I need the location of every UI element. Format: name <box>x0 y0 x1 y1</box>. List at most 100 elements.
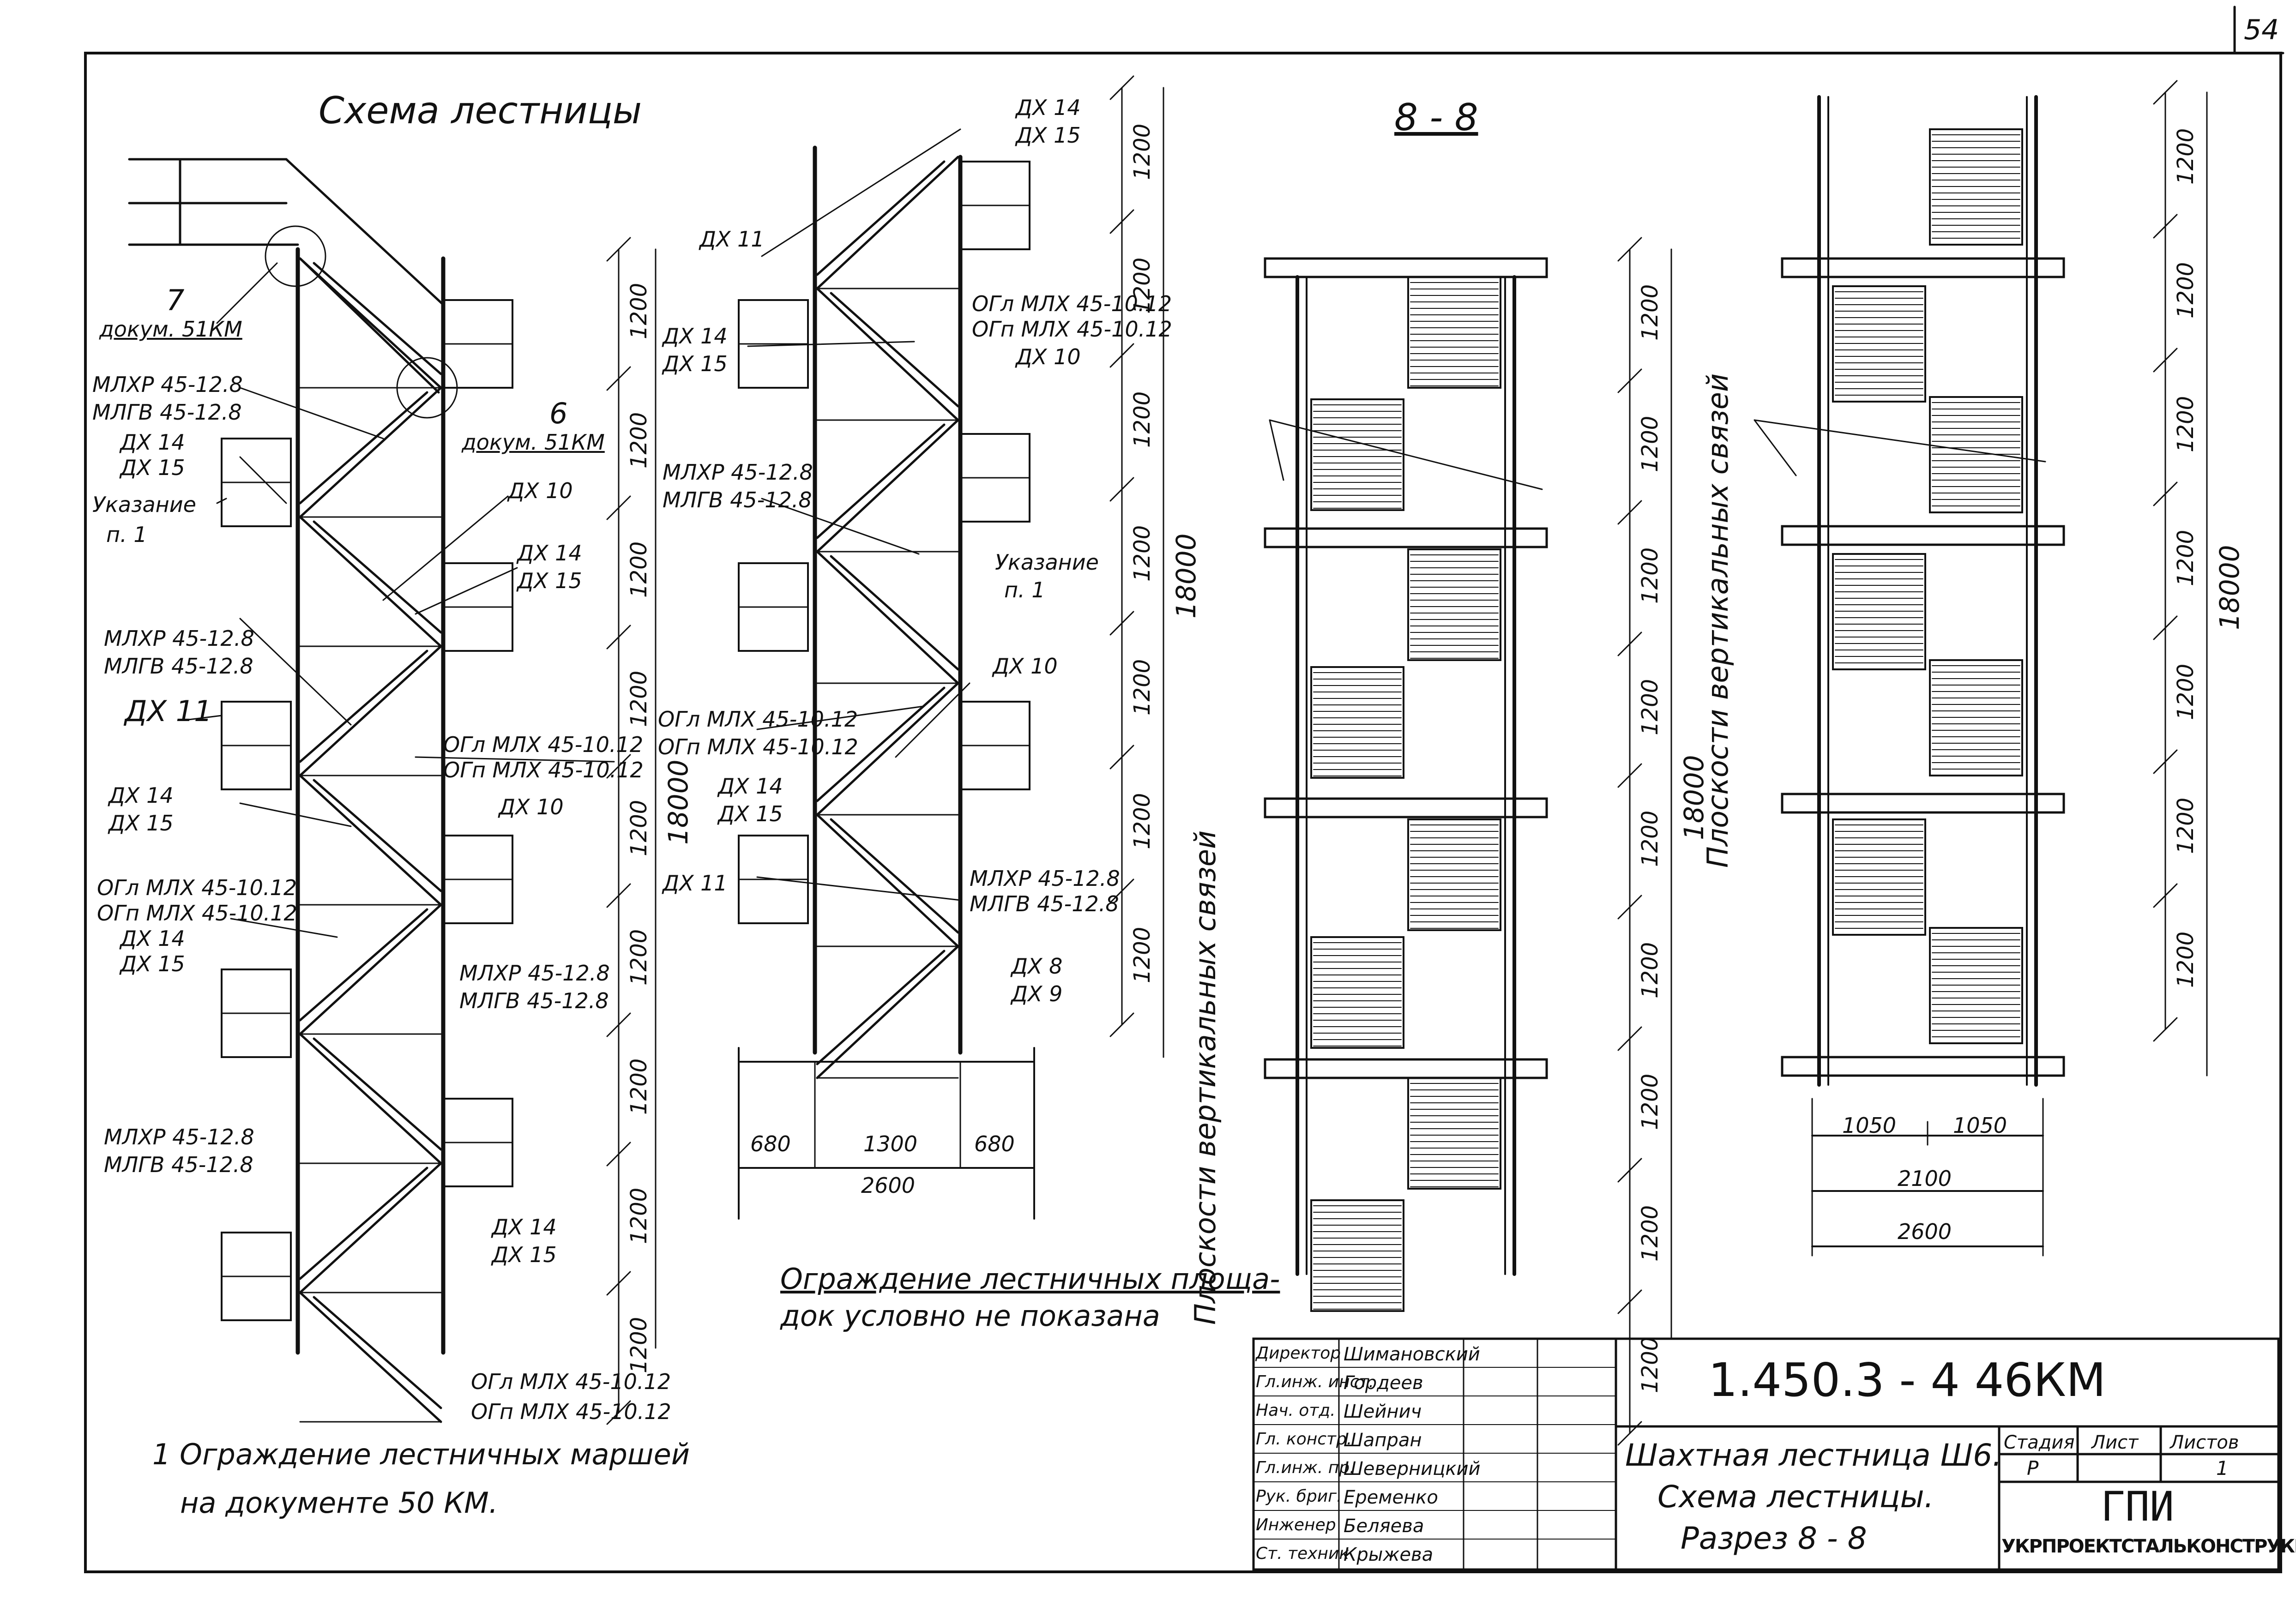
stair-flight-rail <box>830 555 959 671</box>
landing-beam <box>1781 257 2065 278</box>
dimension-tick <box>1617 1289 1642 1314</box>
doc-name-3: Разрез 8 - 8 <box>1681 1521 1867 1556</box>
stair-flight-hatch <box>1407 548 1501 661</box>
label-ogr2-3: ОГп МЛХ 45-10.12 <box>471 1399 671 1424</box>
role-label: Ст. техник <box>1256 1544 1350 1563</box>
stair-flight-rail <box>299 908 428 1022</box>
landing-beam <box>1264 1058 1548 1079</box>
dimension-tick <box>2153 615 2178 640</box>
label-dx15-m3: ДХ 15 <box>718 801 783 826</box>
stair-flight-hatch <box>1310 1199 1404 1312</box>
stair-flight-hatch <box>1310 936 1404 1049</box>
label-dx14-2: ДХ 14 <box>517 541 582 565</box>
role-label: Гл.инж. пр. <box>1256 1458 1355 1477</box>
sheet-number: 54 <box>2244 14 2279 46</box>
dimension-1200: 1200 <box>2173 663 2199 720</box>
stair-flight <box>816 682 959 816</box>
stair-flight-rail <box>299 391 428 505</box>
sheet-border <box>84 52 2282 1573</box>
label-dx15-4: ДХ 15 <box>120 951 185 976</box>
dimension-tick <box>1109 611 1134 636</box>
stair-flight <box>299 386 442 518</box>
label-dx14-5: ДХ 14 <box>492 1215 557 1239</box>
stair-flight <box>299 257 442 389</box>
dimension-tick <box>2153 348 2178 373</box>
stair-flight-rail <box>830 292 959 408</box>
label-dx15-m2: ДХ 15 <box>663 351 728 376</box>
dimension-tick <box>606 366 631 391</box>
stair-flight-rail <box>299 650 428 763</box>
stair-flight-rail <box>299 1167 428 1280</box>
role-label: Гл.инж. инст. <box>1256 1372 1374 1391</box>
stair-flight <box>299 1033 442 1165</box>
dimension-1200: 1200 <box>1129 257 1155 314</box>
doc-name-2: Схема лестницы. <box>1657 1479 1934 1515</box>
label-mlgv-4: МЛГВ 45-12.8 <box>104 1152 253 1177</box>
label-dx11-1: ДХ 11 <box>125 694 212 728</box>
label-mlxr-2: МЛХР 45-12.8 <box>104 626 254 651</box>
middle-stair-scheme <box>738 145 1035 1220</box>
stair-flight-rail <box>830 818 959 934</box>
label-dx11-m2: ДХ 11 <box>663 871 728 896</box>
dimension-tick <box>1617 237 1642 262</box>
role-label: Гл. констр. <box>1256 1430 1352 1449</box>
dim-680-b: 680 <box>974 1131 1015 1156</box>
stair-flight-hatch <box>1929 659 2023 776</box>
dimension-tick <box>606 1400 631 1425</box>
dimension-1200: 1200 <box>1129 793 1155 849</box>
callout-7-doc: докум. 51КМ <box>99 317 242 342</box>
dimension-tick <box>2153 481 2178 506</box>
dimension-1200: 1200 <box>2173 396 2199 452</box>
stage-header: Стадия <box>2004 1432 2075 1453</box>
dimension-tick <box>2153 1017 2178 1042</box>
planes-label-1: Плоскости вертикальных связей <box>1188 830 1222 1325</box>
dimension-1200: 1200 <box>1637 1336 1663 1393</box>
stair-flight-rail <box>313 1037 442 1151</box>
section-title: 8 - 8 <box>1394 96 1478 139</box>
dimension-1200: 1200 <box>1129 659 1155 716</box>
dimension-1200: 1200 <box>1637 942 1663 998</box>
stair-flight <box>816 156 959 290</box>
label-dx11-m1: ДХ 11 <box>699 227 765 252</box>
stair-flight-hatch <box>1929 927 2023 1044</box>
dimension-1200: 1200 <box>1637 284 1663 341</box>
scheme-title: Схема лестницы <box>319 89 642 132</box>
dimension-1200: 1200 <box>626 800 652 856</box>
role-name: Крыжева <box>1344 1544 1434 1565</box>
dimension-1200: 1200 <box>1637 547 1663 604</box>
dimension-tick <box>1617 895 1642 920</box>
stair-flight <box>816 945 959 1079</box>
label-dx8: ДХ 8 <box>1011 954 1063 979</box>
stair-flight <box>299 516 442 648</box>
stair-flight-hatch <box>1310 398 1404 511</box>
dimension-tick <box>606 1012 631 1037</box>
title-block <box>1252 1337 2280 1571</box>
dimension-1200: 1200 <box>626 412 652 469</box>
dimension-1200: 1200 <box>2173 931 2199 988</box>
dimension-1200: 1200 <box>626 1187 652 1244</box>
role-name: Шапран <box>1344 1430 1422 1451</box>
dimension-1200: 1200 <box>1637 679 1663 735</box>
dimension-tick <box>1109 477 1134 502</box>
landing-beam <box>1264 257 1548 278</box>
stair-flight <box>299 645 442 777</box>
stair-flight-hatch <box>1310 666 1404 779</box>
label-p1-m: п. 1 <box>1004 577 1045 602</box>
dim-2600-mid: 2600 <box>861 1173 916 1198</box>
dimension-18000: 18000 <box>1678 755 1710 840</box>
stair-flight-hatch <box>1929 396 2023 513</box>
role-name: Шейнич <box>1344 1401 1422 1422</box>
dimension-1200: 1200 <box>626 1317 652 1373</box>
label-dx15-5: ДХ 15 <box>492 1242 557 1267</box>
dimension-tick <box>606 754 631 779</box>
sheet-header: Лист <box>2091 1432 2139 1453</box>
label-mlgv-2: МЛГВ 45-12.8 <box>104 654 253 679</box>
doc-name-1: Шахтная лестница Ш6. <box>1625 1438 2002 1473</box>
dimension-1200: 1200 <box>626 283 652 339</box>
stair-flight-rail <box>313 262 442 375</box>
role-name: Гордеев <box>1344 1372 1423 1394</box>
dimension-tick <box>1109 1012 1134 1037</box>
stair-flight-rail <box>313 520 442 634</box>
dimension-1200: 1200 <box>2173 262 2199 319</box>
callout-7-num: 7 <box>166 283 185 317</box>
